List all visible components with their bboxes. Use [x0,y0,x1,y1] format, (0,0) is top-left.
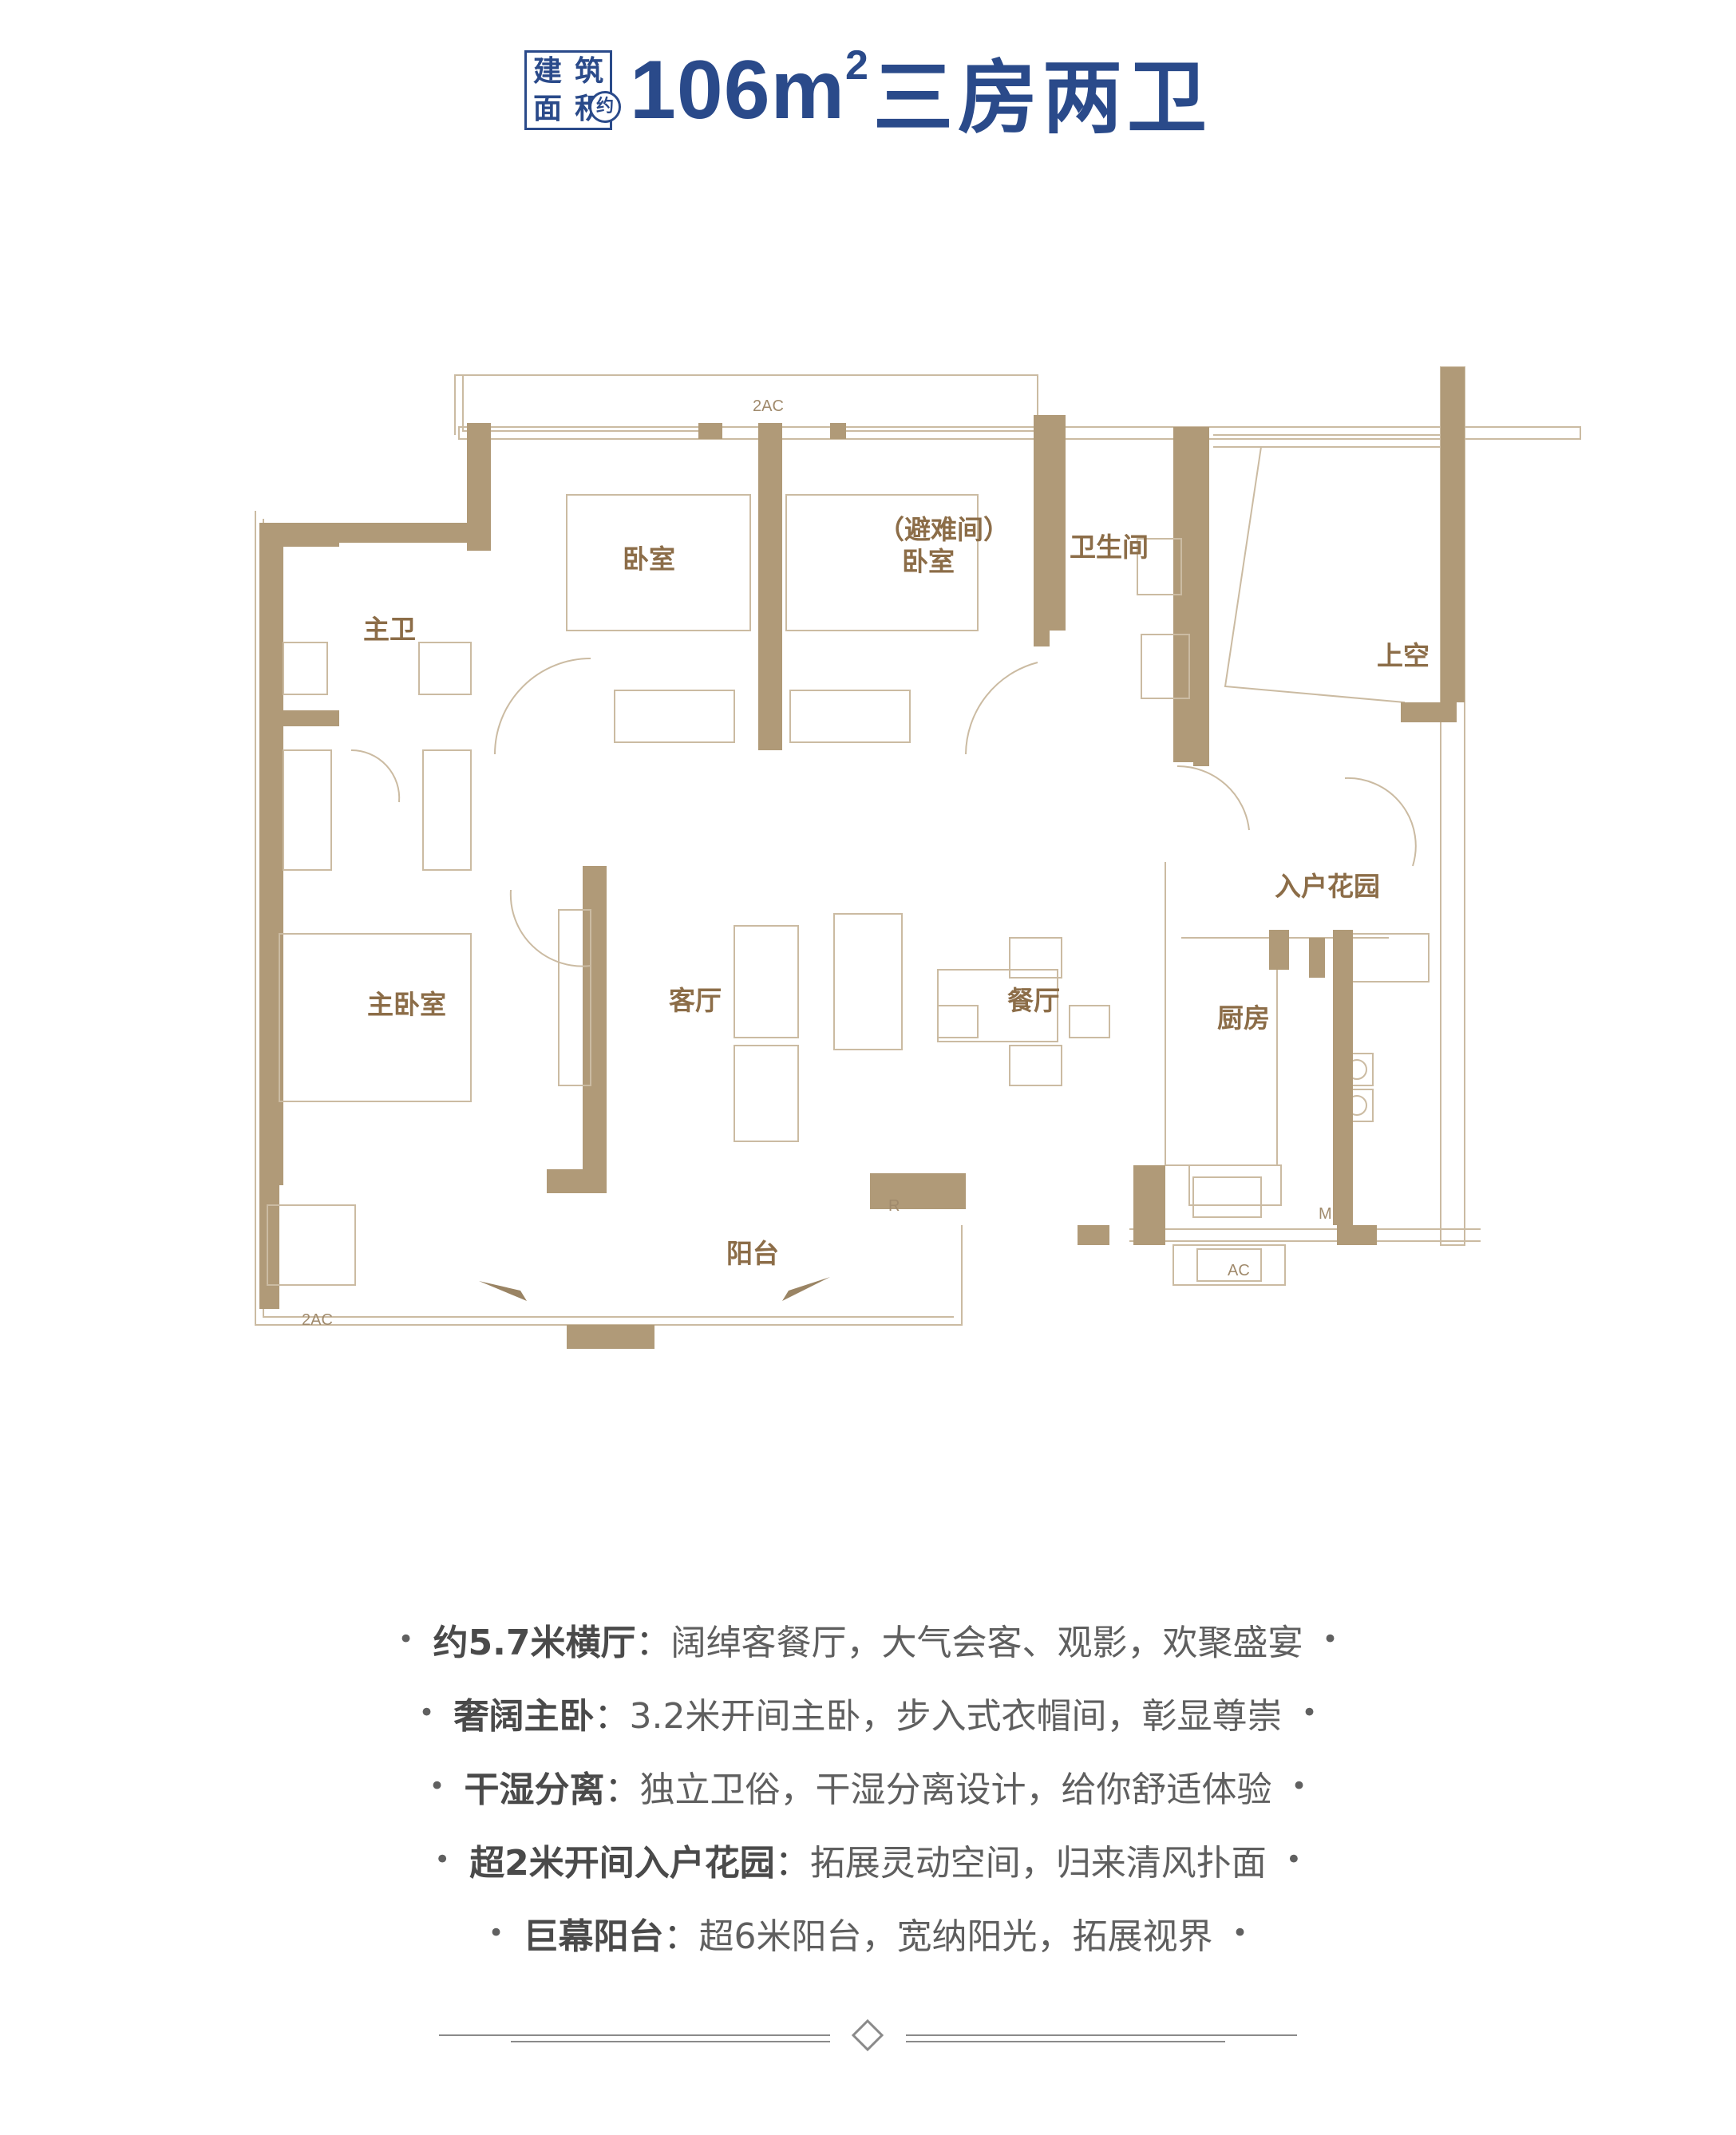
badge-about: 约 [589,91,622,123]
feature-list: • 约5.7米横厅 ： 阔绰客餐厅，大气会客、观影，欢聚盛宴 • • 奢阔主卧 … [0,1603,1736,1970]
feature-key: 巨幕阳台 [523,1916,664,1957]
room-label: 主卫 [363,614,416,645]
feature-key: 干湿分离 [464,1769,605,1810]
badge-char: 面 [533,93,563,125]
m-marker: M [1319,1205,1332,1223]
bullet-icon: • [1322,1623,1339,1655]
balcony-arrows [479,1277,830,1301]
bullet-icon: • [1301,1697,1318,1729]
bullet-icon: • [397,1623,414,1655]
feature-key: 超2米开间入户花园 [469,1843,775,1884]
room-label: 入户花园 [1275,871,1380,902]
room-label: 餐厅 [1007,985,1060,1016]
title-area-unit: 2 [845,42,868,89]
bullet-icon: • [418,1697,435,1729]
ac-label: AC [1228,1262,1250,1279]
feature-desc: 拓展灵动空间，归来清风扑面 [809,1843,1267,1884]
feature-key: 奢阔主卧 [453,1696,595,1737]
room-label: 卧室 [902,546,955,577]
feature-desc: 超6米阳台，宽纳阳光，拓展视界 [698,1916,1213,1957]
walls [259,367,1465,1349]
bullet-icon: • [1291,1770,1307,1802]
bullet-icon: • [1232,1917,1248,1949]
feature-item: • 约5.7米横厅 ： 阔绰客餐厅，大气会客、观影，欢聚盛宴 • [0,1603,1736,1676]
feature-key: 约5.7米横厅 [433,1623,636,1663]
room-label: 卫生间 [1070,532,1149,563]
room-label: （避难间） [878,514,1010,545]
ac-label: 2AC [753,397,784,415]
feature-sep: ： [635,1623,671,1663]
bullet-icon: • [1285,1844,1302,1876]
room-label: 阳台 [726,1238,779,1269]
feature-sep: ： [774,1843,810,1884]
title-area: 106m [630,43,846,136]
room-label: 卧室 [623,544,675,575]
feature-sep: ： [663,1916,699,1957]
page-title: 建 筑 面 积 约 106m 2 三房两卫 [0,38,1736,144]
feature-item: • 奢阔主卧 ： 3.2米开间主卧，步入式衣帽间，彰显尊崇 • [0,1676,1736,1750]
room-label: 上空 [1377,640,1430,671]
feature-desc: 独立卫俗，干湿分离设计，给你舒适体验 [639,1769,1272,1810]
ac-label: 2AC [302,1311,333,1329]
furniture [267,494,1282,1286]
doors [350,658,1417,967]
feature-item: • 干湿分离 ： 独立卫俗，干湿分离设计，给你舒适体验 • [0,1750,1736,1823]
room-label: 厨房 [1217,1002,1270,1034]
divider-ornament [439,2018,1297,2052]
r-marker: R [888,1197,900,1215]
feature-desc: 阔绰客餐厅，大气会客、观影，欢聚盛宴 [670,1623,1303,1663]
feature-item: • 巨幕阳台 ： 超6米阳台，宽纳阳光，拓展视界 • [0,1896,1736,1970]
bullet-icon: • [434,1844,451,1876]
bullet-icon: • [429,1770,445,1802]
area-badge: 建 筑 面 积 约 [524,50,622,130]
badge-char: 筑 [575,55,604,88]
badge-char: 建 [533,55,563,88]
feature-desc: 3.2米开间主卧，步入式衣帽间，彰显尊崇 [629,1696,1283,1737]
feature-item: • 超2米开间入户花园 ： 拓展灵动空间，归来清风扑面 • [0,1823,1736,1896]
feature-sep: ： [604,1769,640,1810]
feature-sep: ： [594,1696,630,1737]
bullet-icon: • [488,1917,504,1949]
room-label: 客厅 [669,985,722,1016]
title-layout: 三房两卫 [872,50,1212,144]
room-label: 主卧室 [367,989,446,1020]
